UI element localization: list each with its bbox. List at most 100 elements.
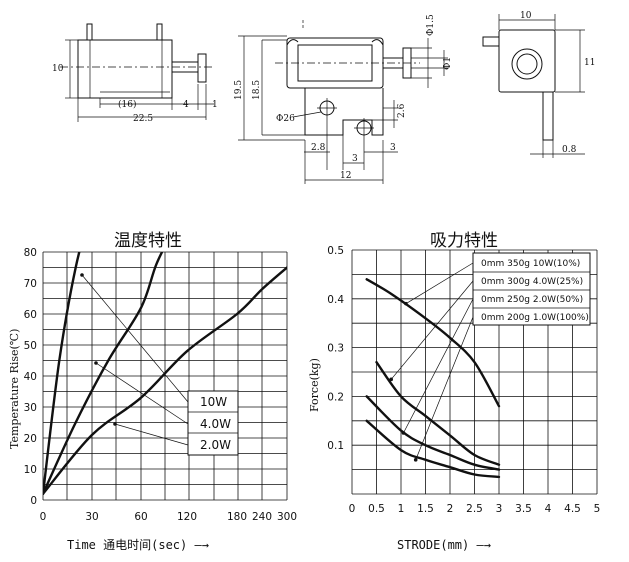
side-body-label: (16) bbox=[118, 99, 136, 110]
legend-leader-line bbox=[405, 262, 474, 304]
x-tick-label: 1 bbox=[398, 503, 405, 515]
front-hole-label: Φ26 bbox=[276, 114, 295, 124]
legend-label-4.0W: 4.0W bbox=[200, 417, 231, 431]
legend-label: 0mm 300g 4.0W(25%) bbox=[481, 277, 583, 287]
front-total-height-label: 19.5 bbox=[234, 80, 244, 100]
front-width-label: 12 bbox=[340, 171, 351, 181]
x-tick-label: 300 bbox=[277, 511, 297, 523]
series-line-3 bbox=[365, 419, 501, 479]
legend-leader-line bbox=[403, 298, 474, 434]
end-view-body bbox=[498, 29, 556, 93]
force-chart-title: 吸力特性 bbox=[430, 231, 498, 251]
x-tick-label: 60 bbox=[134, 511, 147, 523]
front-body-height-label: 18.5 bbox=[252, 80, 262, 100]
legend-leader-line bbox=[415, 316, 474, 460]
y-tick-label: 20 bbox=[24, 433, 37, 445]
legend-leader-dot bbox=[113, 422, 117, 426]
end-height-label: 11 bbox=[584, 58, 595, 68]
legend-label-10W: 10W bbox=[200, 395, 227, 409]
end-terminal-label: 0.8 bbox=[562, 145, 577, 155]
legend-label: 0mm 350g 10W(10%) bbox=[481, 259, 580, 269]
temperature-chart-curves bbox=[43, 252, 287, 495]
y-tick-label: 0.1 bbox=[327, 440, 344, 452]
x-tick-label: 180 bbox=[227, 511, 247, 523]
legend-label-2.0W: 2.0W bbox=[200, 438, 231, 452]
end-view-terminal bbox=[542, 91, 554, 141]
y-tick-label: 80 bbox=[24, 247, 37, 259]
force-chart-xlabel: STRODE(mm) —→ bbox=[397, 538, 491, 552]
legend-leader-dot bbox=[401, 431, 406, 435]
x-tick-label: 2.5 bbox=[466, 503, 483, 515]
x-tick-label: 0 bbox=[40, 511, 47, 523]
legend-leader-dot bbox=[413, 458, 418, 462]
y-tick-label: 0 bbox=[30, 495, 37, 507]
front-view-drawing: 19.5 18.5 Φ26 2.6 Φ1.5 Φ1 2.8 3 3 12 bbox=[234, 14, 453, 184]
x-tick-label: 1.5 bbox=[417, 503, 434, 515]
legend-label: 0mm 250g 2.0W(50%) bbox=[481, 295, 583, 305]
series-line-0 bbox=[365, 278, 501, 408]
x-tick-label: 240 bbox=[252, 511, 272, 523]
y-tick-label: 10 bbox=[24, 464, 37, 476]
end-view-drawing: 10 11 0.8 bbox=[482, 11, 595, 158]
force-legend-box bbox=[472, 252, 591, 326]
series-line-2 bbox=[365, 395, 501, 471]
legend-leader-dot bbox=[404, 301, 408, 306]
end-width-label: 10 bbox=[520, 11, 532, 21]
legend-leader-line bbox=[114, 423, 189, 446]
side-height-label: 10 bbox=[52, 64, 64, 74]
side-view-plunger-head bbox=[197, 53, 207, 83]
side-end-label: 1 bbox=[212, 100, 218, 110]
legend-leader-line bbox=[390, 280, 474, 380]
side-view-pin-left bbox=[86, 23, 93, 41]
x-tick-label: 0.5 bbox=[368, 503, 385, 515]
legend-leader-line bbox=[81, 274, 189, 403]
front-offset-label: 2.6 bbox=[397, 103, 407, 118]
y-tick-label: 30 bbox=[24, 402, 37, 414]
temperature-chart-ylabel: Temperature Rise(℃) bbox=[8, 329, 21, 449]
y-tick-label: 50 bbox=[24, 340, 37, 352]
front-shaft-dia-label: Φ1 bbox=[443, 57, 453, 70]
x-tick-label: 3.5 bbox=[515, 503, 532, 515]
series-line-1 bbox=[375, 361, 501, 466]
temperature-chart-grid bbox=[42, 251, 288, 501]
front-pin-dia-label: Φ1.5 bbox=[426, 14, 436, 36]
series-line-10W bbox=[43, 252, 81, 495]
front-left-label: 2.8 bbox=[311, 143, 326, 153]
force-chart-curves bbox=[365, 278, 501, 479]
legend-leader-dot bbox=[389, 377, 394, 382]
legend-leader-dot bbox=[80, 273, 84, 277]
y-tick-label: 40 bbox=[24, 371, 37, 383]
side-view-body bbox=[77, 39, 173, 99]
y-tick-label: 0.5 bbox=[327, 245, 344, 257]
x-tick-label: 3 bbox=[496, 503, 503, 515]
x-tick-label: 120 bbox=[177, 511, 197, 523]
x-tick-label: 2 bbox=[447, 503, 454, 515]
temperature-chart-title: 温度特性 bbox=[114, 231, 182, 251]
side-total-label: 22.5 bbox=[133, 114, 153, 124]
end-view-bore-inner bbox=[516, 53, 538, 75]
x-tick-label: 4.5 bbox=[564, 503, 581, 515]
y-tick-label: 70 bbox=[24, 278, 37, 290]
y-tick-label: 60 bbox=[24, 309, 37, 321]
force-legend: 0mm 350g 10W(10%) 0mm 300g 4.0W(25%) 0mm 2… bbox=[389, 259, 590, 462]
force-chart-ylabel: Force(kg) bbox=[308, 358, 321, 412]
front-mid-label: 3 bbox=[352, 154, 358, 164]
x-tick-label: 0 bbox=[349, 503, 356, 515]
temperature-chart-ticks: 0 30 60 120 180 240 300 0 10 20 30 40 50 60 70 80 bbox=[24, 247, 297, 523]
series-line-4.0W bbox=[43, 252, 164, 495]
legend-leader-line bbox=[95, 362, 189, 425]
side-view-pin-right bbox=[156, 23, 163, 41]
x-tick-label: 30 bbox=[85, 511, 98, 523]
x-tick-label: 4 bbox=[545, 503, 552, 515]
y-tick-label: 0.3 bbox=[327, 343, 344, 355]
temperature-legend: 10W 4.0W 2.0W bbox=[80, 273, 231, 452]
front-right-label: 3 bbox=[390, 143, 396, 153]
end-view-tab bbox=[482, 36, 500, 47]
y-tick-label: 0.4 bbox=[327, 294, 344, 306]
temperature-legend-box bbox=[187, 390, 239, 456]
end-view-bore-outer bbox=[511, 48, 543, 80]
y-tick-label: 0.2 bbox=[327, 391, 344, 403]
